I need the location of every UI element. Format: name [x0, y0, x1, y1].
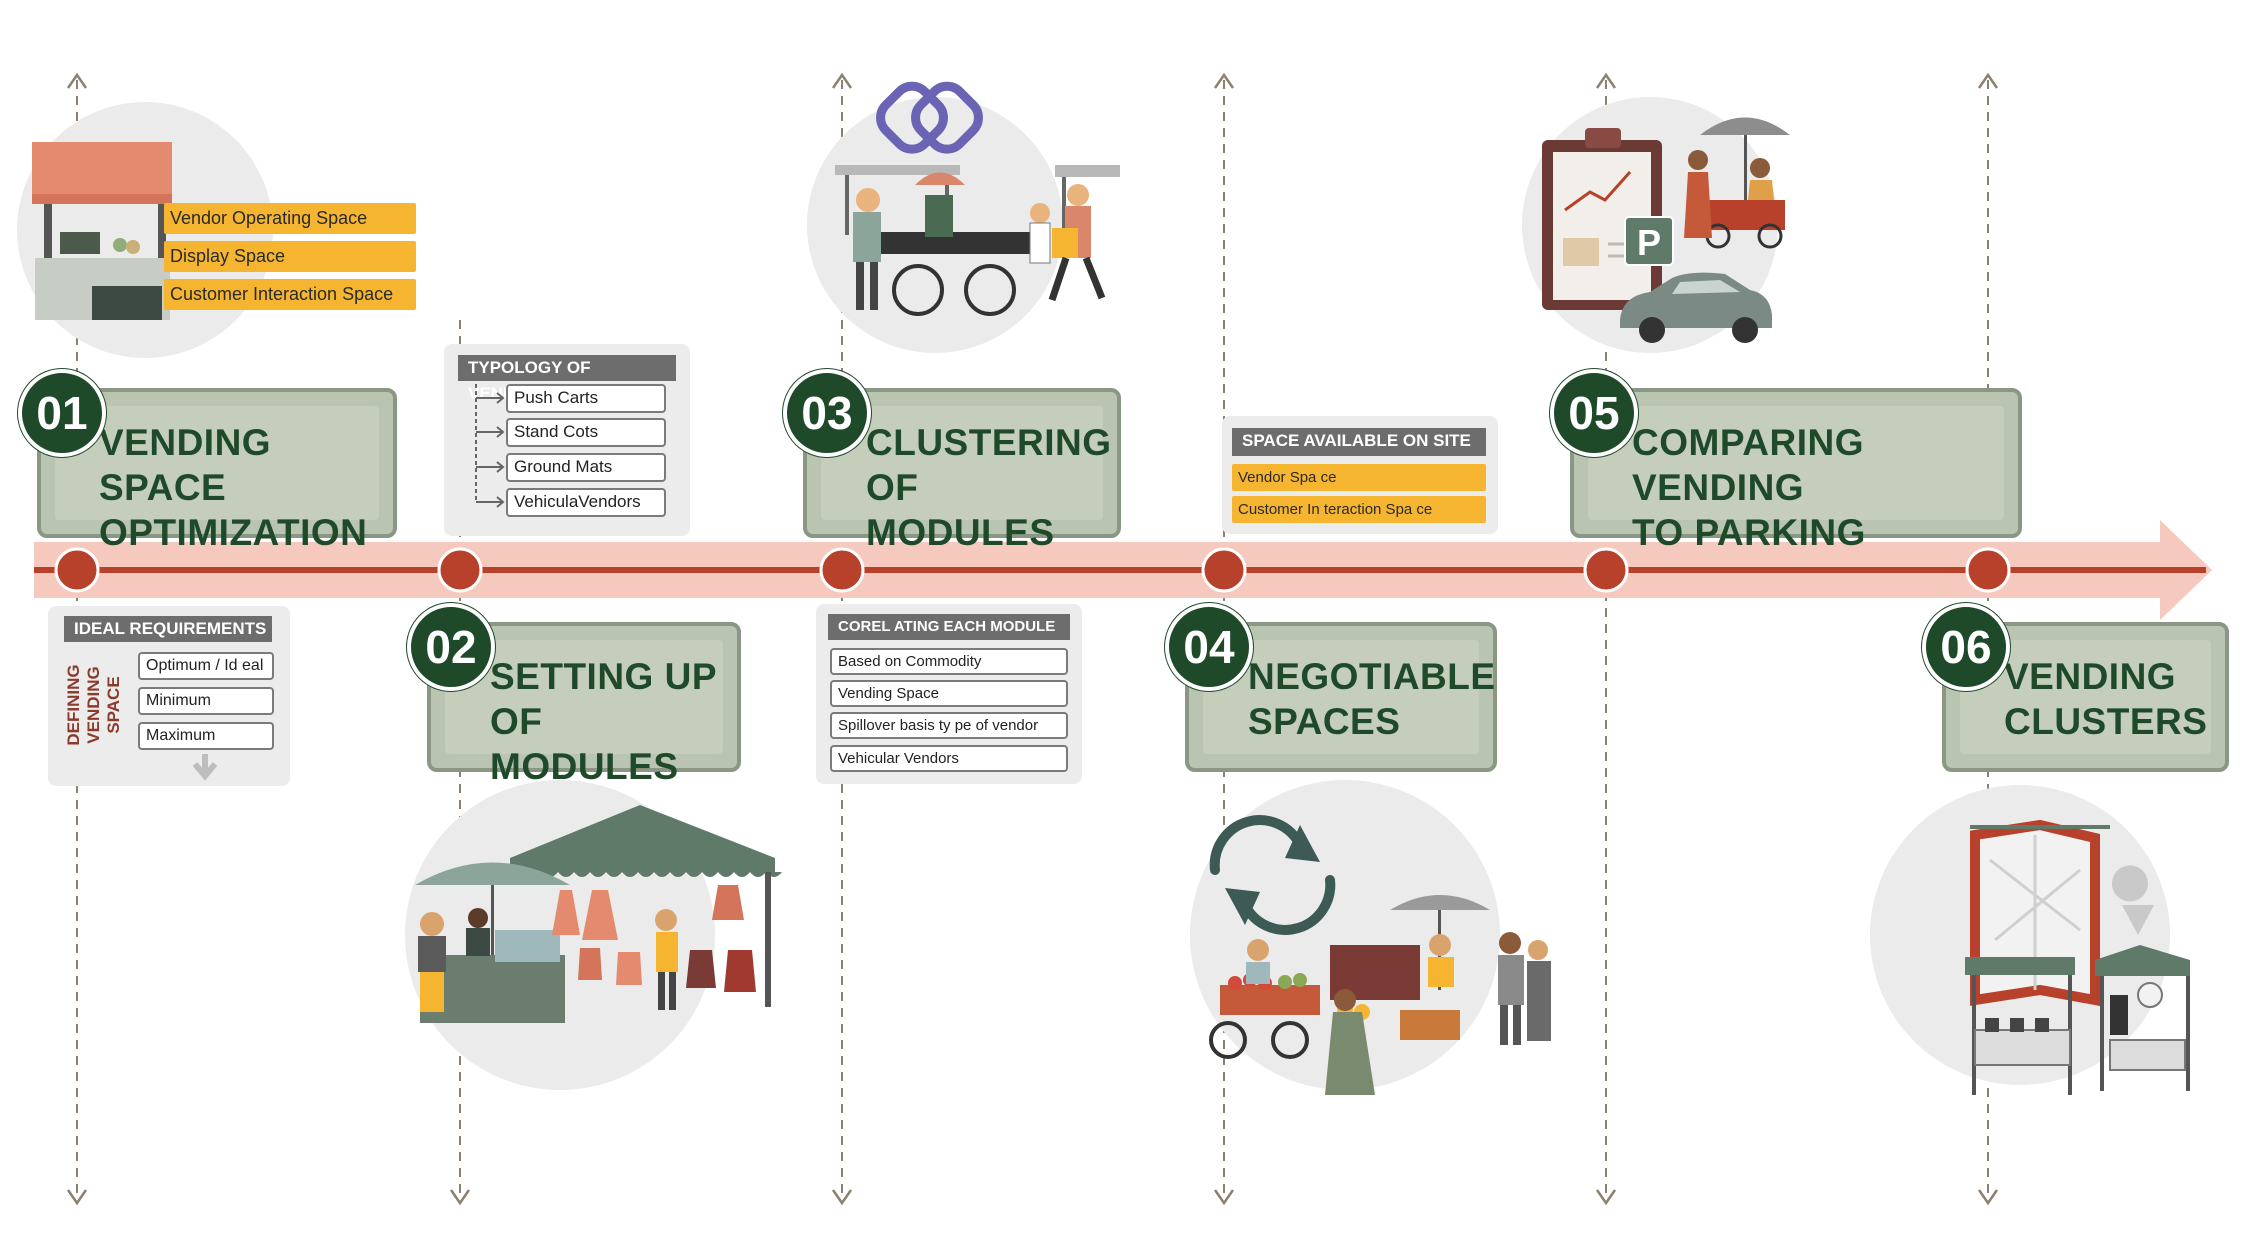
step-title: VENDING SPACE OPTIMIZATION — [99, 422, 368, 553]
parking-sign-icon: P — [1624, 216, 1674, 266]
step-number-badge-05: 05 — [1550, 369, 1638, 457]
customer-interaction-space-label: Customer In teraction Spa ce — [1232, 496, 1486, 523]
chain-link-icon — [876, 81, 983, 154]
car-icon — [1620, 272, 1772, 343]
guide-arrowheads — [66, 72, 1999, 1206]
vendor-type-item: Ground Mats — [506, 453, 666, 482]
correlating-module-panel: COREL ATING EACH MODULE Based on Commodi… — [816, 604, 1082, 784]
ideal-requirements-heading: IDEAL REQUIREMENTS — [64, 616, 272, 642]
timeline-nodes — [54, 547, 2011, 593]
requirement-item: Optimum / Id eal — [138, 652, 274, 680]
display-space-label: Display Space — [164, 241, 416, 272]
market-tent-illustration — [415, 805, 782, 1023]
space-available-heading: SPACE AVAILABLE ON SITE — [1232, 428, 1486, 456]
requirement-item: Minimum — [138, 687, 274, 715]
timeline-node-5 — [1583, 547, 1629, 593]
vendor-type-item: Stand Cots — [506, 418, 666, 447]
market-crowd-illustration — [1209, 895, 1551, 1095]
customer-interaction-space-label: Customer Interaction Space — [164, 279, 416, 310]
vendor-type-item: VehiculaVendors — [506, 488, 666, 517]
defining-vending-space-label: DEFINING VENDING SPACE — [64, 664, 123, 746]
svg-text:P: P — [1637, 222, 1661, 263]
step-number-badge-04: 04 — [1165, 603, 1253, 691]
step-title: COMPARING VENDING TO PARKING — [1632, 422, 1866, 553]
tree-connector — [475, 384, 505, 508]
step-number-badge-02: 02 — [407, 603, 495, 691]
timeline-node-2 — [437, 547, 483, 593]
requirement-item: Maximum — [138, 722, 274, 750]
correlation-item: Vending Space — [830, 680, 1068, 707]
typology-of-vendors-panel: TYPOLOGY OF VENDORS Push Carts Stand Cot… — [444, 344, 690, 536]
step-card-05: COMPARING VENDING TO PARKING — [1570, 388, 2022, 553]
timeline-node-4 — [1201, 547, 1247, 593]
timeline-node-1 — [54, 547, 100, 593]
step-number-badge-06: 06 — [1922, 603, 2010, 691]
fruit-vendors-illustration — [1684, 117, 1790, 249]
vendor-operating-space-label: Vendor Operating Space — [164, 203, 416, 234]
step-title: NEGOTIABLE SPACES — [1248, 656, 1496, 742]
step-number-badge-03: 03 — [783, 369, 871, 457]
timeline-arrow — [34, 520, 2212, 620]
vendor-space-label: Vendor Spa ce — [1232, 464, 1486, 491]
correlation-item: Vehicular Vendors — [830, 745, 1068, 772]
correlation-item: Spillover basis ty pe of vendor — [830, 712, 1068, 739]
push-cart-illustration — [835, 165, 1120, 316]
typology-heading: TYPOLOGY OF VENDORS — [458, 355, 676, 403]
step-title: VENDING CLUSTERS — [2004, 656, 2208, 742]
step-number-badge-01: 01 — [18, 369, 106, 457]
vendor-stall-illustration — [32, 142, 172, 320]
vendor-type-item: Push Carts — [506, 384, 666, 413]
refresh-arrows-icon — [1209, 815, 1336, 935]
step-title: SETTING UP OF MODULES — [490, 656, 718, 787]
timeline-node-6 — [1965, 547, 2011, 593]
ideal-requirements-panel: IDEAL REQUIREMENTS DEFINING VENDING SPAC… — [48, 606, 290, 786]
step-title: CLUSTERING OF MODULES — [866, 422, 1112, 553]
map-stalls-illustration — [1965, 819, 2190, 1095]
correlation-item: Based on Commodity — [830, 648, 1068, 675]
down-arrow-icon — [192, 754, 218, 781]
correlating-heading: COREL ATING EACH MODULE — [828, 614, 1070, 640]
timeline-node-3 — [819, 547, 865, 593]
space-available-panel: SPACE AVAILABLE ON SITE Vendor Spa ce Cu… — [1222, 416, 1498, 534]
clipboard-chart-icon — [1542, 128, 1662, 310]
